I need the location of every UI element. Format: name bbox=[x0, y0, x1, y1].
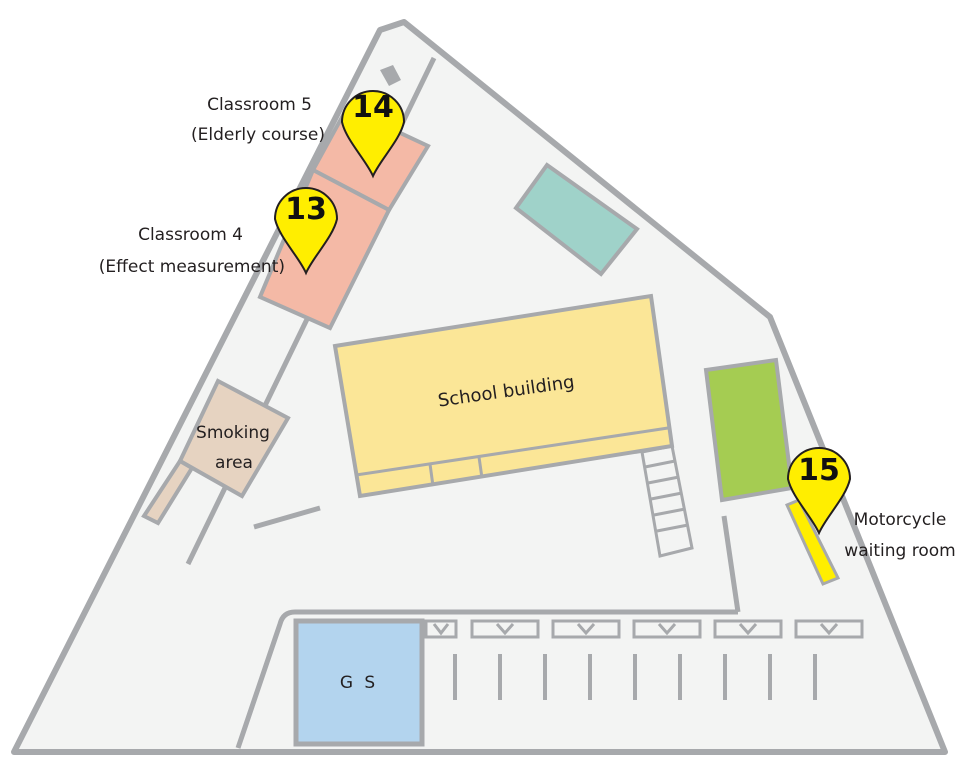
path-marking bbox=[253, 505, 321, 530]
gs-building bbox=[293, 618, 425, 747]
gs-label: G S bbox=[340, 673, 378, 693]
motorcycle-room-sublabel: waiting room bbox=[844, 541, 955, 561]
classroom-4-label: Classroom 4 bbox=[138, 225, 243, 245]
school-building-partition-1 bbox=[428, 463, 435, 487]
location-marker-15[interactable]: 15 bbox=[786, 447, 852, 536]
teal-building bbox=[513, 162, 640, 277]
school-building-partition-2 bbox=[477, 456, 484, 479]
parking-lot-outline bbox=[235, 609, 738, 749]
parking-stripes bbox=[453, 654, 817, 700]
classroom-4 bbox=[257, 167, 392, 331]
location-marker-14[interactable]: 14 bbox=[340, 90, 406, 179]
top-slab bbox=[380, 65, 401, 86]
location-marker-13[interactable]: 13 bbox=[273, 187, 339, 276]
green-area bbox=[703, 357, 795, 503]
school-building-divider bbox=[355, 426, 669, 477]
parking-slots-top bbox=[424, 619, 864, 639]
marker-15-number: 15 bbox=[798, 453, 840, 488]
smoking-area-label: Smoking bbox=[196, 423, 270, 443]
classroom-5-sublabel: (Elderly course) bbox=[191, 125, 325, 145]
smoking-area-sublabel: area bbox=[215, 453, 253, 473]
smoking-area-walkway bbox=[141, 458, 195, 526]
marker-14-number: 14 bbox=[352, 90, 394, 125]
motorcycle-waiting-room bbox=[784, 498, 841, 586]
stairs bbox=[640, 444, 694, 558]
right-road-line bbox=[721, 515, 741, 613]
classroom-4-sublabel: (Effect measurement) bbox=[99, 257, 285, 277]
classroom-5-label: Classroom 5 bbox=[207, 95, 312, 115]
smoking-area bbox=[177, 378, 291, 499]
marker-13-number: 13 bbox=[285, 192, 327, 227]
motorcycle-room-label: Motorcycle bbox=[854, 510, 947, 530]
